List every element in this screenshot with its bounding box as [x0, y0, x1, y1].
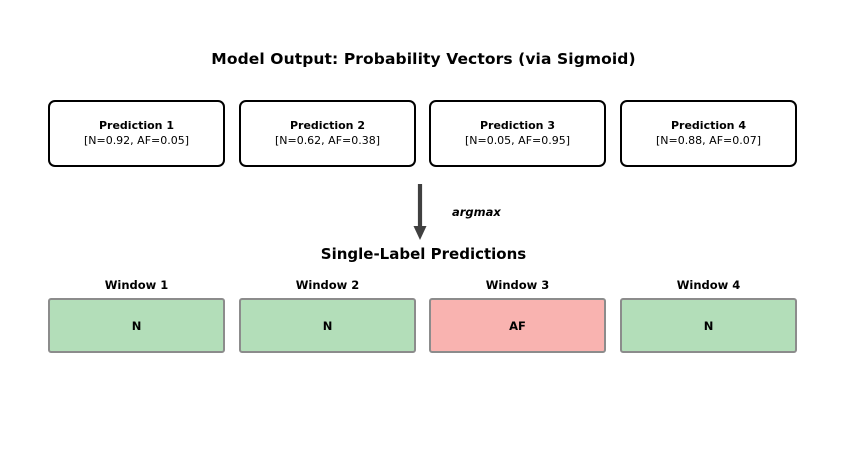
- prediction-box-vector: [N=0.92, AF=0.05]: [83, 134, 190, 147]
- prediction-box-vector: [N=0.62, AF=0.38]: [274, 134, 381, 147]
- prediction-box-title: Prediction 1: [98, 118, 174, 132]
- prediction-box-vector: [N=0.88, AF=0.07]: [655, 134, 762, 147]
- window-box-2: N: [239, 298, 416, 353]
- prediction-box-2: Prediction 2 [N=0.62, AF=0.38]: [239, 100, 416, 167]
- prediction-row: Prediction 1 [N=0.92, AF=0.05] Predictio…: [0, 100, 847, 167]
- page-title: Model Output: Probability Vectors (via S…: [211, 50, 636, 68]
- window-label-2: Window 2: [295, 278, 360, 292]
- prediction-box-title: Prediction 3: [479, 118, 555, 132]
- window-label-4: Window 4: [676, 278, 741, 292]
- window-label-1: Window 1: [104, 278, 169, 292]
- argmax-label: argmax: [452, 205, 501, 219]
- prediction-box-title: Prediction 2: [289, 118, 365, 132]
- window-class-label: N: [703, 318, 714, 333]
- window-box-3: AF: [429, 298, 606, 353]
- argmax-arrow: [404, 180, 464, 242]
- window-label-3: Window 3: [485, 278, 550, 292]
- down-arrow-icon: [413, 184, 427, 240]
- prediction-box-vector: [N=0.05, AF=0.95]: [464, 134, 571, 147]
- window-class-label: N: [131, 318, 142, 333]
- window-box-1: N: [48, 298, 225, 353]
- prediction-box-1: Prediction 1 [N=0.92, AF=0.05]: [48, 100, 225, 167]
- window-class-label: N: [322, 318, 333, 333]
- section-title: Single-Label Predictions: [320, 245, 527, 263]
- window-row: Window 1 N Window 2 N Window 3 AF Window…: [0, 278, 847, 358]
- prediction-box-4: Prediction 4 [N=0.88, AF=0.07]: [620, 100, 797, 167]
- window-class-label: AF: [509, 318, 526, 333]
- prediction-box-3: Prediction 3 [N=0.05, AF=0.95]: [429, 100, 606, 167]
- prediction-box-title: Prediction 4: [670, 118, 746, 132]
- window-box-4: N: [620, 298, 797, 353]
